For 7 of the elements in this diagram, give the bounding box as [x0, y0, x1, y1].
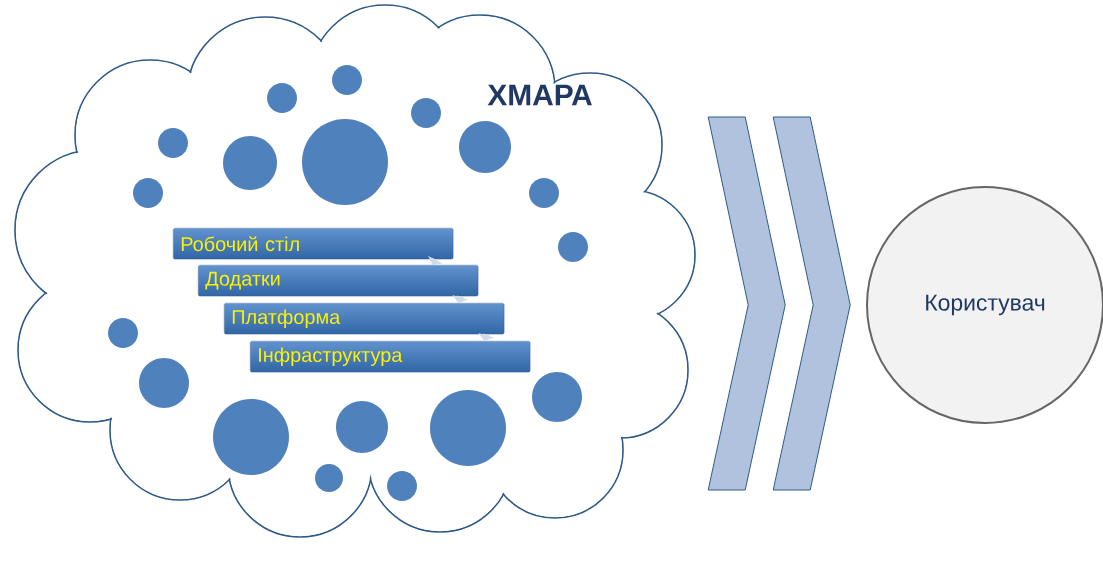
chevron-arrow: [707, 116, 786, 491]
chevron-arrow: [772, 116, 851, 491]
layer-bar: Платформа: [224, 303, 505, 335]
node-label: ХМАРА: [487, 84, 592, 106]
layer-bar: Додатки: [198, 265, 479, 297]
layer-bar: Робочий стіл: [173, 228, 454, 260]
layer-bar: Інфраструктура: [250, 341, 531, 373]
